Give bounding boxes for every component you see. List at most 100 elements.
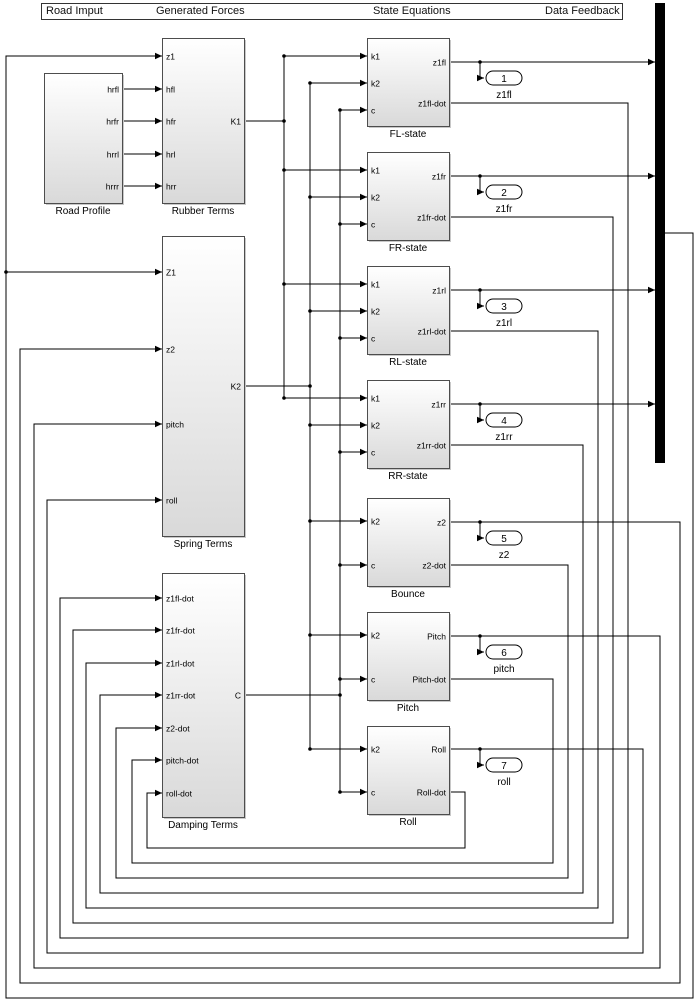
branch-point [308, 309, 312, 313]
dyn-output-to-outport [477, 749, 484, 769]
input-port-label: c [371, 788, 376, 798]
output-port-label: C [235, 691, 241, 701]
section-label-state-equations: State Equations [373, 5, 451, 17]
input-port-label: Z1 [166, 268, 176, 278]
block-name: Spring Terms [174, 539, 233, 550]
branch-point [308, 423, 312, 427]
outport-pitch[interactable]: 6 pitch [485, 644, 523, 675]
block-body [44, 73, 123, 204]
input-port-label: k2 [371, 631, 380, 641]
outport-label: z2 [499, 550, 510, 561]
output-port-label: z1fl-dot [418, 99, 447, 109]
input-port-label: z2 [166, 345, 175, 355]
output-port-label: Pitch-dot [412, 675, 446, 685]
dyn-output-to-outport [477, 636, 484, 656]
block-body [162, 573, 245, 818]
outport-number: 5 [501, 534, 507, 545]
block-body [367, 612, 450, 701]
output-port-label: z2 [437, 518, 446, 528]
signal-wires [4, 52, 694, 999]
output-port-label: Pitch [427, 632, 446, 642]
input-port-label: z1 [166, 52, 175, 62]
input-port-label: hfl [166, 85, 175, 95]
feedback-z1rr-dot [99, 444, 584, 894]
feedback-pitch-dot [131, 678, 554, 864]
branch-point [338, 677, 342, 681]
branch-point [282, 396, 286, 400]
input-port-label: z1rl-dot [166, 659, 195, 669]
input-port-label: z1rr-dot [166, 691, 196, 701]
outport-label: z1fr [496, 204, 513, 215]
block-name: Rubber Terms [172, 206, 235, 217]
state-output-to-outport [477, 176, 484, 196]
feedback-roll [46, 496, 644, 954]
outport-number: 7 [501, 761, 507, 772]
branch-point [308, 747, 312, 751]
branch-point [308, 81, 312, 85]
branch-point [282, 168, 286, 172]
outport-shape [485, 644, 523, 660]
input-port-label: roll-dot [166, 789, 193, 799]
branch-point [308, 519, 312, 523]
branch-point [338, 450, 342, 454]
outport-number: 3 [501, 302, 507, 313]
feedback-z1fr-dot [72, 216, 614, 924]
outport-z1rl[interactable]: 3 z1rl [485, 298, 523, 329]
input-port-label: k2 [371, 193, 380, 203]
block-body [367, 152, 450, 241]
block-body [367, 266, 450, 355]
input-port-label: pitch-dot [166, 756, 199, 766]
output-port-label: hrrr [106, 182, 119, 192]
outport-label: z1rl [496, 318, 512, 329]
input-port-label: k2 [371, 745, 380, 755]
feedback-roll-dot [146, 789, 466, 849]
branch-point [308, 195, 312, 199]
branch-point [282, 54, 286, 58]
block-name: Road Profile [55, 206, 110, 217]
output-port-label: z1rl-dot [418, 327, 447, 337]
branch-point [308, 633, 312, 637]
block-name: FL-state [390, 129, 427, 140]
output-port-label: hrfr [106, 117, 119, 127]
input-port-label: c [371, 448, 376, 458]
block-name: FR-state [389, 243, 428, 254]
outport-number: 1 [501, 74, 507, 85]
output-port-label: hrrl [107, 150, 119, 160]
dyn-output-to-outport [477, 522, 484, 542]
block-name: RL-state [389, 357, 427, 368]
section-label-road-input: Road Imput [46, 5, 103, 17]
outport-shape [485, 412, 523, 428]
output-port-label: z1rr-dot [417, 441, 447, 451]
block-damping-terms[interactable]: z1fl-dotz1fr-dotz1rl-dotz1rr-dotz2-dotpi… [162, 573, 247, 832]
output-port-label: Roll [431, 745, 446, 755]
input-port-label: pitch [166, 420, 184, 430]
header-frame [41, 3, 623, 20]
outport-label: pitch [493, 664, 514, 675]
input-port-label: c [371, 561, 376, 571]
block-body [367, 38, 450, 127]
outport-z2[interactable]: 5z2 [485, 530, 523, 561]
outport-number: 4 [501, 416, 507, 427]
input-port-label: hrr [166, 182, 177, 192]
block-body [367, 380, 450, 469]
branch-point [338, 563, 342, 567]
outport-number: 6 [501, 648, 507, 659]
mux-bar [655, 3, 665, 463]
input-port-label: k2 [371, 307, 380, 317]
outport-shape [485, 298, 523, 314]
